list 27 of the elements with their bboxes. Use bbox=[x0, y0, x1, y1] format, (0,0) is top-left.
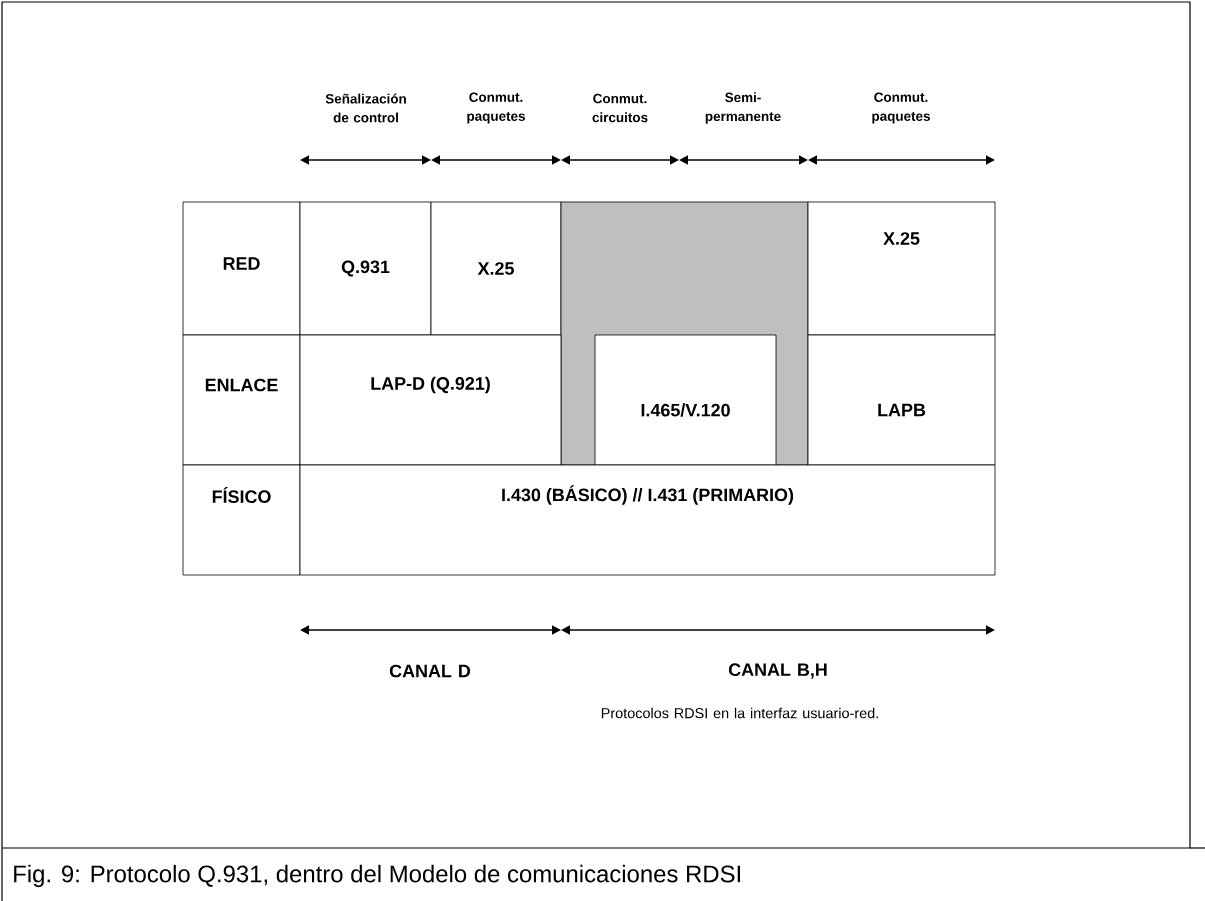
column-label: Señalización de control bbox=[325, 93, 406, 123]
cell-label: ENLACE bbox=[205, 378, 278, 392]
cell-label: Q.931 bbox=[341, 260, 390, 277]
column-label: Conmut. paquetes bbox=[467, 92, 525, 124]
cell-label: I.430 (BÁSICO) // I.431 (PRIMARIO) bbox=[502, 485, 794, 505]
table-cell bbox=[182, 334, 301, 466]
table-cell bbox=[807, 201, 996, 336]
column-label: Conmut. circuitos bbox=[592, 93, 648, 123]
channel-label: CANAL B,H bbox=[728, 663, 827, 679]
cell-label: X.25 bbox=[477, 262, 514, 275]
table-cell bbox=[182, 464, 301, 576]
table-cell bbox=[299, 201, 432, 336]
column-label: Semi- permanente bbox=[705, 92, 781, 124]
cell-label: LAP-D (Q.921) bbox=[371, 376, 490, 394]
table-cell bbox=[182, 201, 301, 336]
note-text: Protocolos RDSI en la interfaz usuario-red. bbox=[601, 707, 878, 719]
table-cell bbox=[807, 334, 996, 466]
cell-label: X.25 bbox=[883, 232, 920, 245]
cell-label: FÍSICO bbox=[212, 486, 271, 504]
table-cell bbox=[430, 201, 562, 336]
channel-label: CANAL D bbox=[389, 664, 471, 678]
cell-label: I.465/V.120 bbox=[641, 403, 730, 417]
table-cell bbox=[594, 334, 777, 466]
cell-label: RED bbox=[223, 257, 260, 270]
cell-label: LAPB bbox=[878, 403, 926, 417]
caption: Fig. 9: Protocolo Q.931, dentro del Modelo de comunicaciones RDSI bbox=[14, 864, 740, 888]
column-label: Conmut. paquetes bbox=[872, 92, 930, 124]
